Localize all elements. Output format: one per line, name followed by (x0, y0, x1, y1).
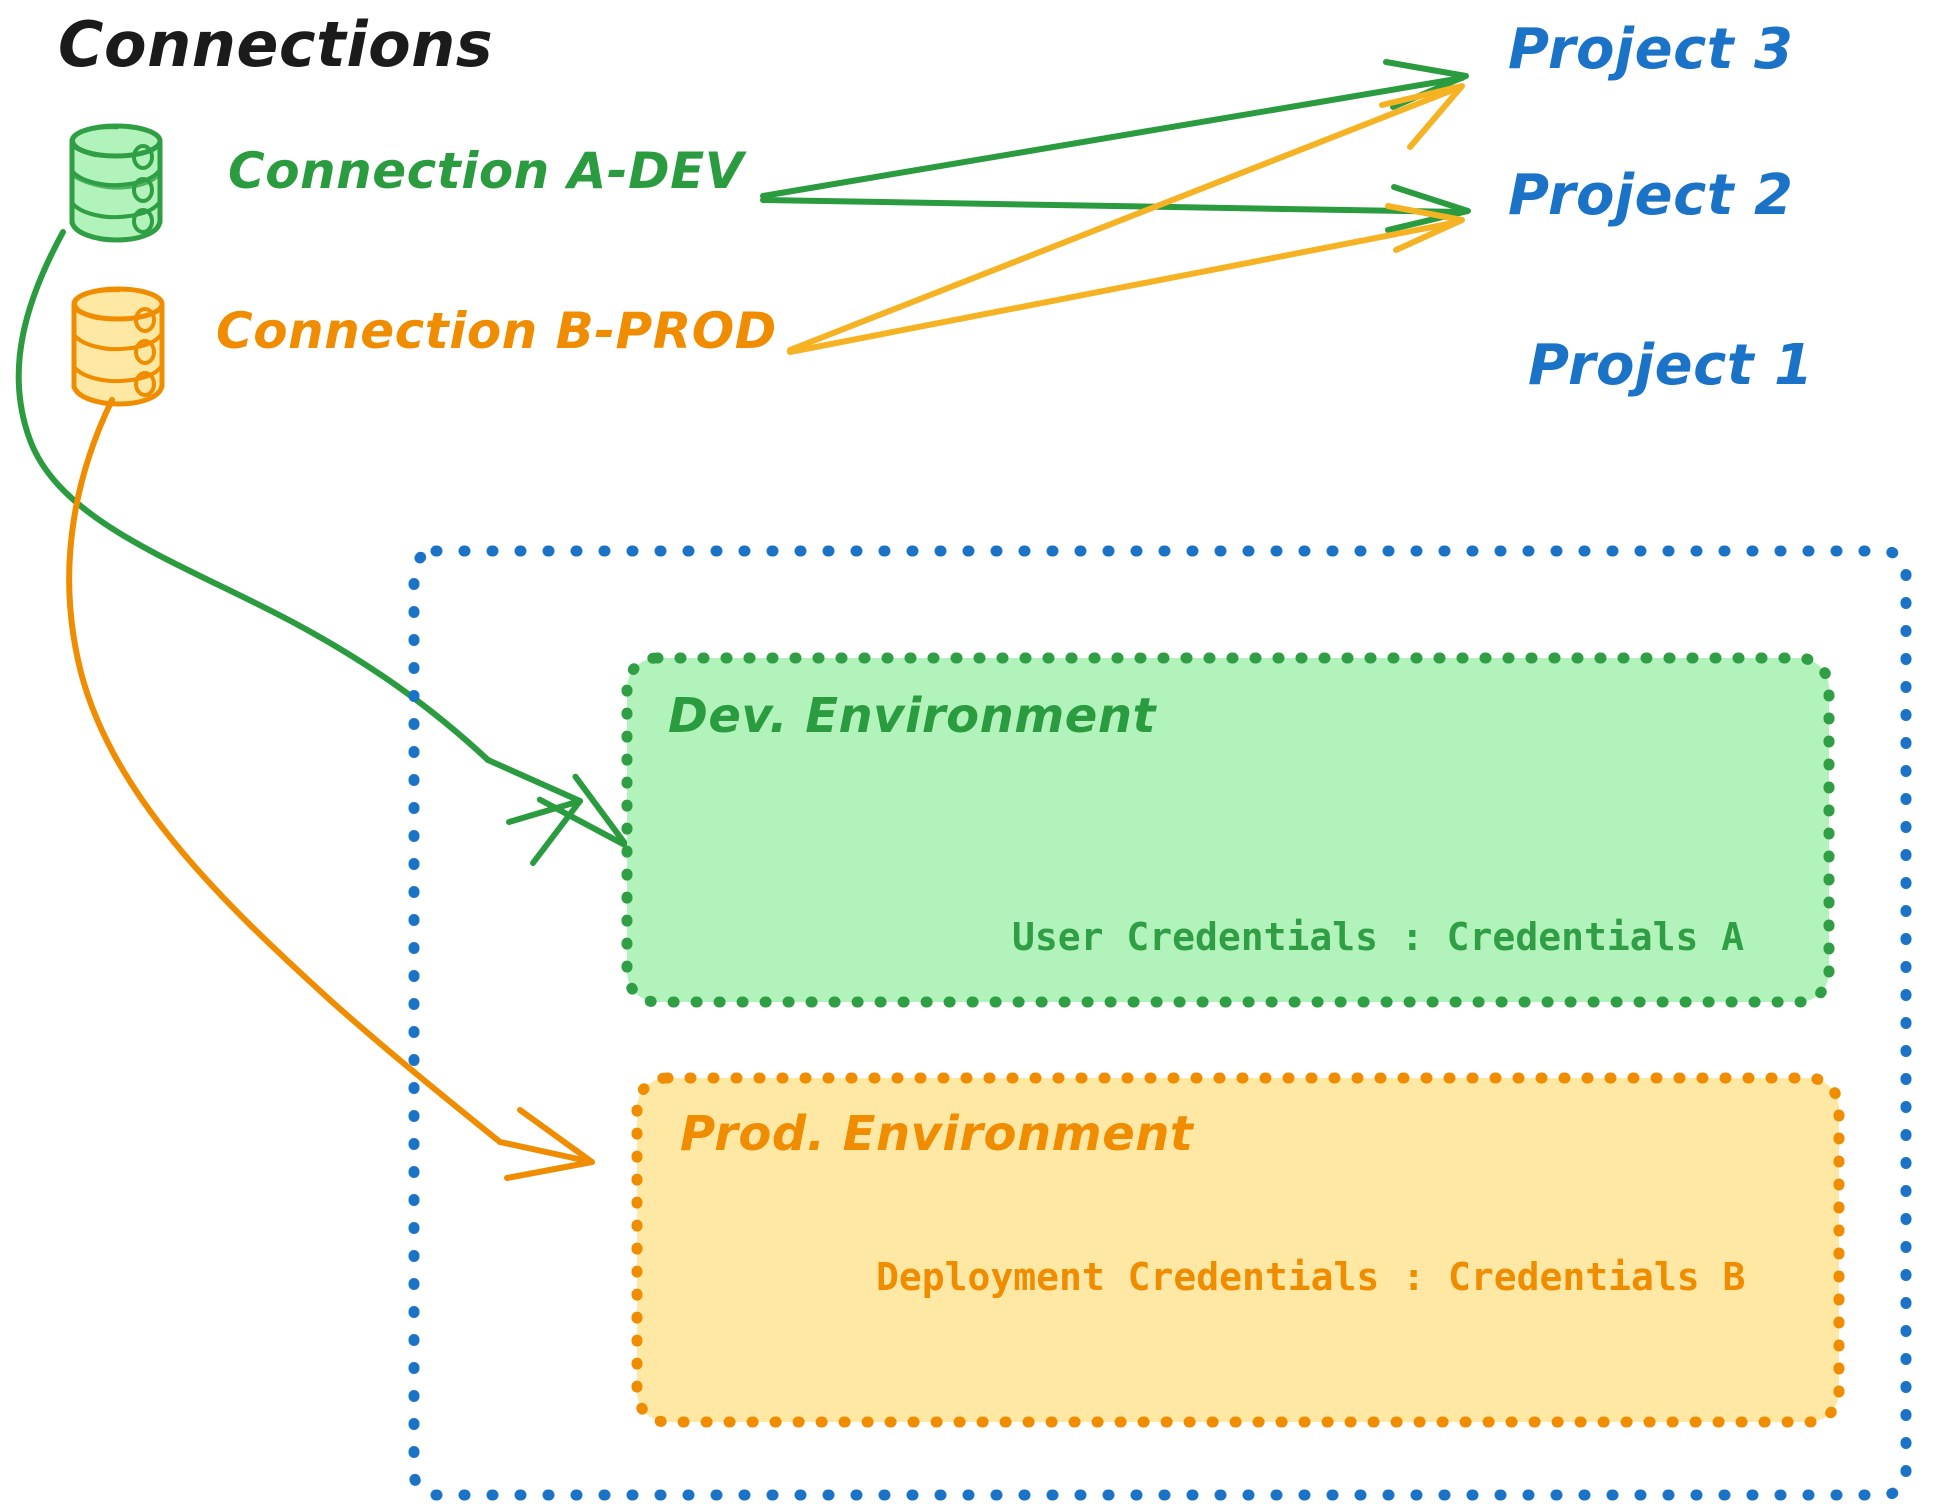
project-label-project-2[interactable]: Project 2 (1508, 163, 1794, 228)
dev-environment-box-border (621, 652, 1835, 1008)
project-label-project-1[interactable]: Project 1 (1528, 333, 1814, 398)
dev-environment-title: Dev. Environment (668, 688, 1156, 744)
connection-label-b-prod[interactable]: Connection B-PROD (216, 302, 777, 360)
prod-environment-credentials: Deployment Credentials : Credentials B (876, 1255, 1746, 1299)
prod-environment-box-fill (637, 1078, 1839, 1422)
connection-label-a-dev[interactable]: Connection A-DEV (228, 142, 744, 200)
database-cylinder-icon-a-dev[interactable] (69, 123, 163, 243)
project-label-project-3[interactable]: Project 3 (1508, 17, 1794, 82)
edge-a-dev-to-project-2 (760, 184, 1471, 233)
project-1-container-border (408, 545, 1912, 1501)
prod-environment-title: Prod. Environment (680, 1106, 1194, 1162)
page-title: Connections (58, 8, 494, 81)
edge-b-prod-to-project-2 (787, 203, 1465, 355)
edge-b-prod-to-project-3 (787, 83, 1465, 353)
edge-b-prod-to-prod-environment (66, 397, 595, 1181)
dev-environment-credentials: User Credentials : Credentials A (1012, 915, 1745, 959)
database-cylinder-icon-b-prod[interactable] (71, 286, 165, 407)
prod-environment-box-border (631, 1072, 1845, 1428)
dev-environment-box-fill (627, 658, 1829, 1002)
